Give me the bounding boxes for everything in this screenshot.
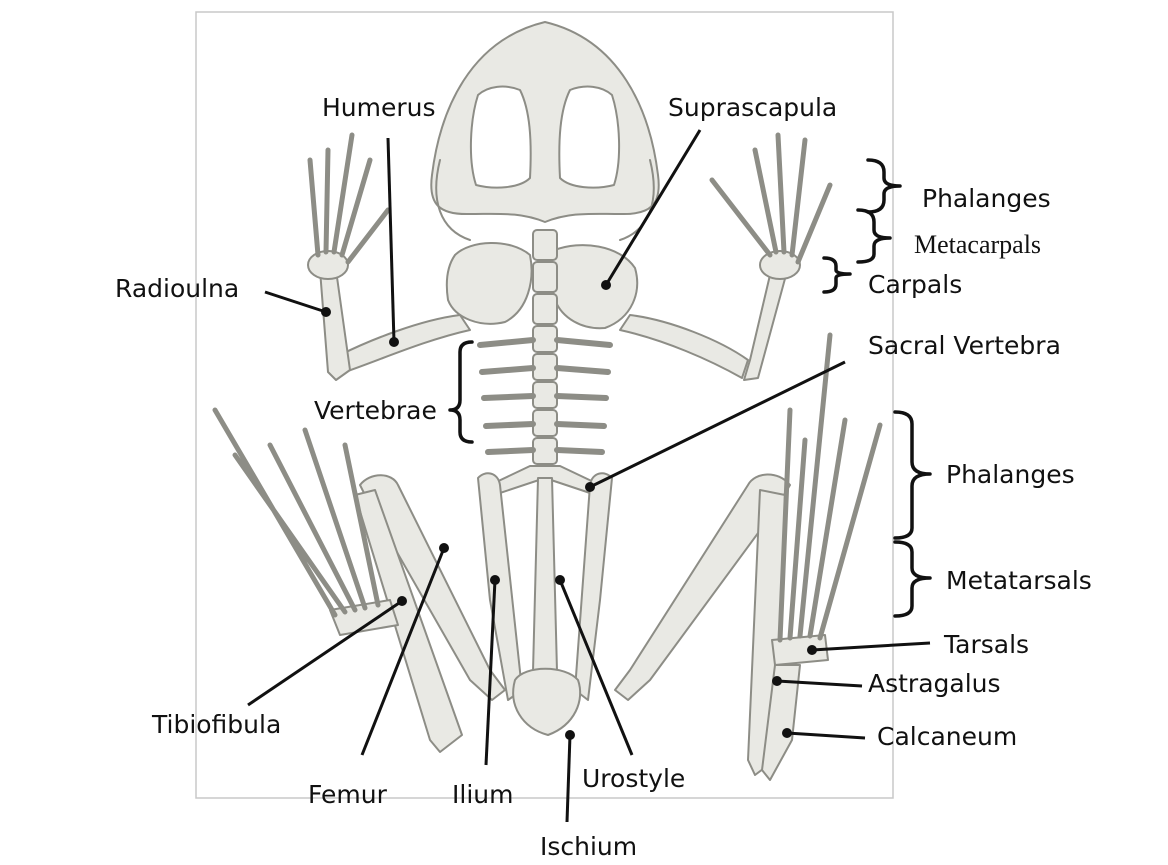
leader-astragalus (776, 679, 863, 688)
leader-ilium (484, 579, 497, 766)
bracket-phalanges-foot (893, 410, 932, 540)
foot-bones-right (777, 332, 883, 643)
bracket-vertebrae (448, 340, 474, 444)
brackets (448, 158, 932, 618)
bracket-phalanges-hand (866, 158, 902, 214)
astragalus-calcaneum-right (761, 664, 801, 781)
label-metacarpals: Metacarpals (914, 230, 1042, 259)
radioulna-right (743, 274, 787, 381)
leader-humerus (386, 137, 396, 343)
suprascapula-left (445, 242, 533, 325)
leader-ischium (565, 734, 572, 823)
dot-ischium (565, 730, 575, 740)
dot-urostyle (555, 575, 565, 585)
label-ischium: Ischium (540, 832, 638, 861)
leader-femur (360, 547, 446, 756)
leader-tarsals (811, 641, 931, 652)
tibiofibula-left (354, 489, 463, 753)
hand-bones-left (307, 132, 391, 265)
leader-tibiofibula (247, 599, 403, 707)
tarsals-left (329, 599, 399, 636)
bracket-carpals (822, 256, 852, 294)
dot-femur (439, 543, 449, 553)
leader-urostyle (558, 579, 634, 756)
label-humerus: Humerus (322, 93, 436, 122)
foot-bones-left (212, 407, 381, 618)
leader-calcaneum (786, 731, 866, 740)
vertebra-7 (532, 409, 558, 437)
vertebra-5 (532, 353, 558, 381)
label-phalanges-foot: Phalanges (946, 460, 1075, 489)
label-metatarsals: Metatarsals (946, 566, 1092, 595)
label-vertebrae: Vertebrae (314, 396, 437, 425)
dot-tibiofibula (397, 596, 407, 606)
vertebra-2 (532, 261, 558, 293)
vertebra-1 (532, 229, 558, 261)
ilium-right (574, 472, 613, 701)
dot-tarsals (807, 645, 817, 655)
label-carpals: Carpals (868, 270, 963, 299)
dot-humerus (389, 337, 399, 347)
dot-calcaneum (782, 728, 792, 738)
label-sacral-vertebra: Sacral Vertebra (868, 331, 1061, 360)
femur-left (359, 474, 506, 701)
leader-suprascapula (604, 129, 702, 286)
vertebra-6 (532, 381, 558, 409)
radioulna-left (319, 269, 351, 381)
vertebra-4 (532, 325, 558, 353)
skull-orbit-left (469, 85, 532, 189)
label-phalanges-hand: Phalanges (922, 184, 1051, 213)
label-ilium: Ilium (452, 780, 514, 809)
bracket-metatarsals (893, 540, 932, 618)
leader-lines (247, 129, 931, 823)
label-astragalus: Astragalus (868, 669, 1001, 698)
bracket-metacarpals (856, 208, 892, 264)
dot-suprascapula (601, 280, 611, 290)
leader-radioulna (264, 290, 327, 314)
label-tarsals: Tarsals (944, 630, 1030, 659)
image-frame (195, 11, 894, 799)
ischium-bone (512, 667, 582, 736)
label-tibiofibula: Tibiofibula (152, 710, 282, 739)
hand-bones-right (709, 132, 833, 265)
vertebra-8 (532, 437, 558, 465)
dot-radioulna (321, 307, 331, 317)
label-calcaneum: Calcaneum (877, 722, 1018, 751)
dot-astragalus (772, 676, 782, 686)
leader-dots (321, 280, 817, 740)
femur-right (614, 473, 791, 701)
transverse-processes (477, 337, 613, 455)
label-urostyle: Urostyle (582, 764, 686, 793)
leader-sacral-vertebra (589, 360, 846, 489)
dot-ilium (490, 575, 500, 585)
humerus-left (339, 314, 471, 373)
vertebra-3 (532, 293, 558, 325)
label-radioulna: Radioulna (115, 274, 240, 303)
carpals-right (759, 250, 801, 280)
humerus-right (619, 314, 749, 379)
dot-sacral-vertebra (585, 482, 595, 492)
label-suprascapula: Suprascapula (668, 93, 838, 122)
label-femur: Femur (308, 780, 387, 809)
tarsals-right (771, 634, 829, 666)
skull-orbit-right (558, 85, 621, 189)
skull (430, 21, 660, 223)
